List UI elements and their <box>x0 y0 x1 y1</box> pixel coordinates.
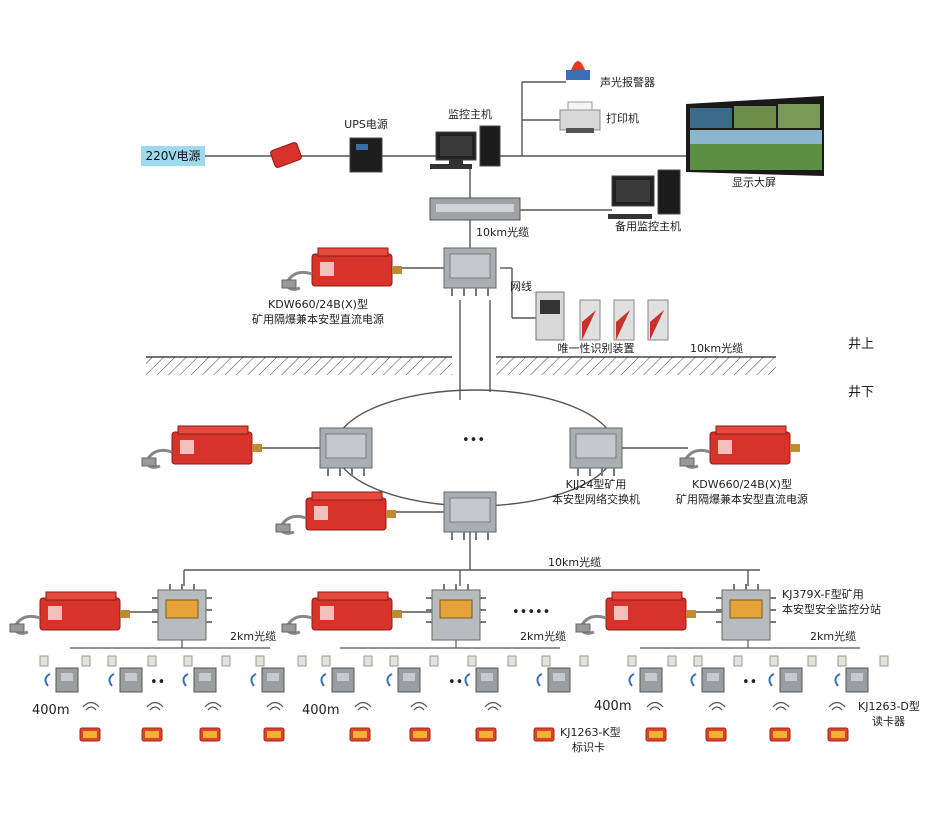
ring-switch-left-icon <box>319 427 373 477</box>
ups-icon <box>349 137 383 173</box>
fiber-2km-label-c: 2km光缆 <box>810 630 857 643</box>
backup-host-label: 备用监控主机 <box>615 220 681 233</box>
ring-psu-label-2: 矿用隔爆兼本安型直流电源 <box>676 493 808 506</box>
dots-b: •• <box>448 675 464 690</box>
network-switch-icon <box>429 197 521 221</box>
ring-ellipsis: ••• <box>462 433 486 448</box>
unique-id-device-label: 唯一性识别装置 <box>557 342 635 355</box>
dots-c: •• <box>742 675 758 690</box>
substation-psu-2-icon <box>280 590 404 635</box>
substation-label-1: KJ379X-F型矿用 <box>782 588 864 601</box>
distance-label-a: 400m <box>32 703 70 718</box>
reader-bus-lines <box>70 640 860 649</box>
surface-power-supply-icon <box>280 246 404 291</box>
ring-cables <box>120 447 760 613</box>
ring-power-supply-bottom-icon <box>274 490 398 535</box>
power-source-label: 220V电源 <box>141 146 205 166</box>
ring-switch-right-icon <box>569 427 623 477</box>
printer-icon <box>559 101 601 133</box>
ground-line <box>146 356 776 375</box>
fiber-2km-label-b: 2km光缆 <box>520 630 567 643</box>
fiber-mid-label: 10km光缆 <box>548 556 602 569</box>
network-cable-label: 网线 <box>510 280 532 293</box>
substation-2-icon <box>425 583 487 641</box>
substation-1-icon <box>151 583 213 641</box>
wireless-signals <box>82 701 846 711</box>
display-wall-label: 显示大屏 <box>732 176 776 189</box>
ring-power-supply-right-icon <box>678 424 802 469</box>
substation-psu-3-icon <box>574 590 698 635</box>
ring-psu-label-1: KDW660/24B(X)型 <box>692 478 792 491</box>
substation-3-icon <box>715 583 777 641</box>
reader-antennas <box>39 655 889 667</box>
substation-label-2: 本安型安全监控分站 <box>782 603 881 616</box>
substation-psu-1-icon <box>8 590 132 635</box>
alarm-label: 声光报警器 <box>600 76 655 89</box>
power-plug-icon <box>270 142 302 168</box>
card-label-1: KJ1263-K型 <box>560 726 621 739</box>
below-ground-label: 井下 <box>848 385 875 400</box>
surface-psu-label-1: KDW660/24B(X)型 <box>268 298 368 311</box>
backup-host-icon <box>608 169 681 219</box>
printer-label: 打印机 <box>606 112 639 125</box>
monitor-host-label: 监控主机 <box>448 108 492 121</box>
card-label-2: 标识卡 <box>572 741 605 754</box>
fiber-2km-label-a: 2km光缆 <box>230 630 277 643</box>
monitor-host-icon <box>430 125 501 169</box>
unique-id-device-icon <box>535 291 669 341</box>
reader-label-2: 读卡器 <box>872 715 905 728</box>
display-wall-icon <box>686 96 824 176</box>
ups-label: UPS电源 <box>344 118 388 131</box>
reader-label-1: KJ1263-D型 <box>858 700 920 713</box>
surface-switch-icon <box>443 247 497 297</box>
id-cards <box>79 727 849 742</box>
alarm-icon <box>566 61 590 80</box>
ring-power-supply-left-icon <box>140 424 264 469</box>
switch-label-1: KJJ24型矿用 <box>565 478 627 491</box>
distance-label-b: 400m <box>302 703 340 718</box>
substation-ellipsis: ••••• <box>512 605 551 620</box>
surface-psu-label-2: 矿用隔爆兼本安型直流电源 <box>252 313 384 326</box>
above-ground-label: 井上 <box>848 337 875 352</box>
switch-label-2: 本安型网络交换机 <box>552 493 640 506</box>
fiber-top-label: 10km光缆 <box>476 226 530 239</box>
fiber-right-label: 10km光缆 <box>690 342 744 355</box>
dots-a: •• <box>150 675 166 690</box>
distance-label-c: 400m <box>594 699 632 714</box>
